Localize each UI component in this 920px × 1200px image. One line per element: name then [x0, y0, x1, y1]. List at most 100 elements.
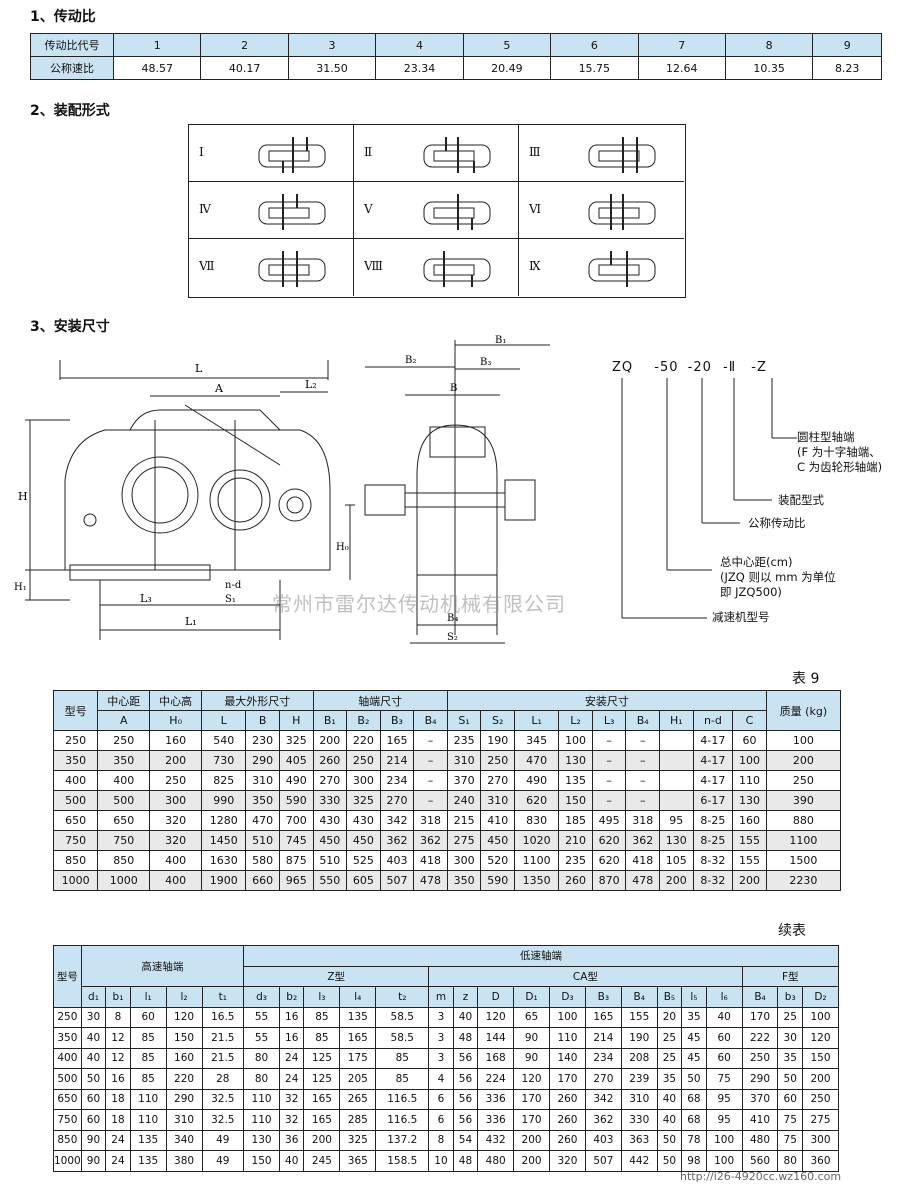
table-cell: 90 — [80, 1129, 107, 1151]
table-cell: 250 — [741, 1047, 779, 1069]
sub-header: B₁ — [312, 710, 348, 731]
table-cell: 200 — [801, 1068, 840, 1090]
table-cell: 650 — [97, 810, 151, 831]
table-cell: 300 — [801, 1129, 840, 1151]
sub-header: H₁ — [659, 710, 694, 731]
table-cell: 340 — [165, 1129, 203, 1151]
table-cell: 235 — [558, 850, 593, 871]
ratio-code: 3 — [287, 33, 377, 57]
col-install-size: 安装尺寸 — [446, 690, 767, 711]
sub-header: D — [477, 986, 515, 1008]
ratio-code: 2 — [200, 33, 289, 57]
table-cell: 100 — [705, 1129, 743, 1151]
table-cell: 310 — [620, 1088, 658, 1110]
table-cell: 400 — [52, 770, 99, 791]
table-cell: 260 — [312, 750, 348, 771]
table-cell: – — [591, 790, 627, 811]
sub-header: A — [97, 710, 151, 731]
dim-nd: n-d — [225, 580, 242, 591]
table-cell: 220 — [165, 1068, 203, 1090]
table-cell: 2230 — [765, 870, 842, 891]
table-cell: 125 — [303, 1068, 341, 1090]
ratio-code: 9 — [812, 33, 882, 57]
table-cell: 48 — [452, 1027, 479, 1049]
table-cell: 1500 — [765, 850, 842, 871]
table-cell: 318 — [625, 810, 661, 831]
table-cell: 370 — [446, 770, 482, 791]
assembly-forms-grid: Ⅰ Ⅱ Ⅲ Ⅳ Ⅴ Ⅵ Ⅶ Ⅷ Ⅸ — [188, 124, 686, 298]
table-cell: 130 — [243, 1129, 280, 1151]
table-cell: 165 — [303, 1109, 341, 1131]
col-model: 型号 — [53, 945, 82, 1008]
table-cell: 28 — [201, 1068, 245, 1090]
table-cell: 405 — [278, 750, 314, 771]
table-cell: 1020 — [513, 830, 560, 851]
table-cell: 24 — [278, 1068, 305, 1090]
table-cell: 49 — [201, 1150, 245, 1172]
ratio-value: 23.34 — [375, 56, 464, 80]
table-cell: 478 — [625, 870, 661, 891]
table-cell: 200 — [659, 870, 694, 891]
table-cell: 480 — [477, 1150, 515, 1172]
col-model: 型号 — [52, 690, 99, 731]
assembly-diagram-icon — [423, 137, 491, 173]
table9: 型号 中心距 中心高 最大外形尺寸 轴端尺寸 安装尺寸 质量 (kg) A H₀… — [52, 690, 842, 891]
table-cell: 60 — [80, 1109, 107, 1131]
table-cell: 250 — [765, 770, 842, 791]
table-cell: 222 — [741, 1027, 779, 1049]
table-cell: 345 — [513, 730, 560, 751]
ratio-value: 20.49 — [462, 56, 552, 80]
table-cell: 450 — [346, 830, 381, 851]
table-cell: 240 — [446, 790, 482, 811]
table-cell: 8-25 — [692, 810, 734, 831]
table-cell: 50 — [681, 1068, 707, 1090]
dim-B3: B₃ — [480, 357, 491, 368]
table-cell: 336 — [477, 1088, 515, 1110]
note-line: 圆柱型轴端 — [797, 430, 855, 444]
table-cell: 60 — [705, 1027, 743, 1049]
table-cell: 200 — [732, 870, 767, 891]
table-cell: 3 — [428, 1006, 454, 1028]
table-cell: 200 — [513, 1129, 551, 1151]
ratio-value: 31.50 — [287, 56, 377, 80]
table-cell: 100 — [732, 750, 767, 771]
dim-B4: B₄ — [447, 613, 458, 624]
table-cell: 318 — [413, 810, 448, 831]
col-mass: 质量 (kg) — [765, 690, 842, 731]
table-cell: 120 — [513, 1068, 551, 1090]
table-cell: 830 — [513, 810, 560, 831]
table-cell: 1000 — [97, 870, 151, 891]
sub-header: d₁ — [80, 986, 107, 1008]
table-cell: 550 — [312, 870, 348, 891]
assembly-form-3: Ⅲ — [519, 125, 684, 182]
code-part: ZQ — [612, 360, 634, 375]
table-cell: 50 — [656, 1150, 683, 1172]
table-cell: 239 — [620, 1068, 658, 1090]
table-cell: 260 — [549, 1088, 586, 1110]
table-cell: 75 — [777, 1109, 803, 1131]
table-cell: 100 — [765, 730, 842, 751]
table-cell: 507 — [379, 870, 415, 891]
table-cell: 320 — [549, 1150, 586, 1172]
table-cell: 60 — [80, 1088, 107, 1110]
table-cell: 825 — [201, 770, 247, 791]
table-cell: 4-17 — [692, 750, 734, 771]
table-cell: 170 — [513, 1088, 551, 1110]
table-cell: 850 — [97, 850, 151, 871]
table-cell: 442 — [620, 1150, 658, 1172]
ratio-value: 40.17 — [200, 56, 289, 80]
table-cell: 470 — [245, 810, 280, 831]
table-cell: 470 — [513, 750, 560, 771]
sub-header: D₂ — [801, 986, 840, 1008]
dim-L2: L₂ — [305, 378, 317, 391]
table-cell: 20 — [656, 1006, 683, 1028]
sub-header: l₆ — [705, 986, 743, 1008]
table-cell: 12 — [105, 1027, 131, 1049]
table-cell: 300 — [446, 850, 482, 871]
table-cell: 1900 — [201, 870, 247, 891]
table-cell: 275 — [801, 1109, 840, 1131]
sub-header: S₁ — [446, 710, 482, 731]
